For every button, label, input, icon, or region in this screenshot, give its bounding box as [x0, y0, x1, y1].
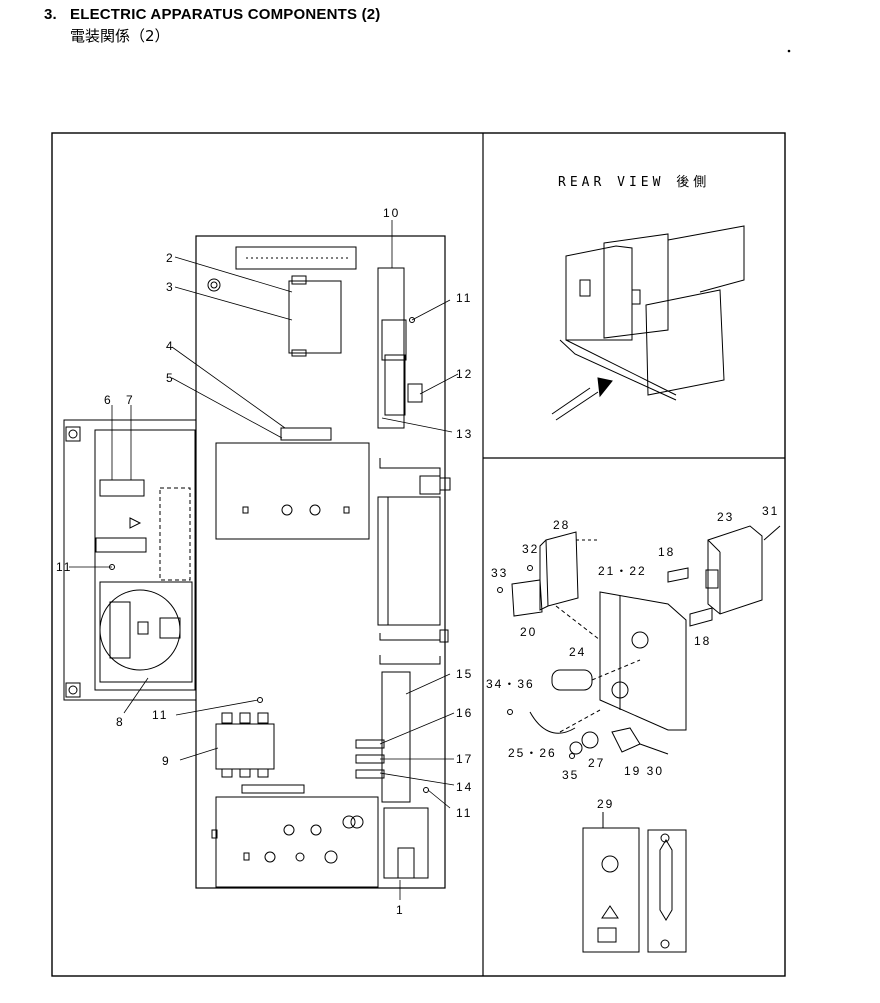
callout-11-b: 11 — [56, 560, 72, 574]
exploded-parts — [511, 525, 781, 953]
callout-10: 10 — [383, 206, 400, 220]
callout-32: 32 — [522, 542, 539, 556]
callout-19-30: 19 30 — [624, 764, 664, 778]
section-subtitle: 電装関係（2） — [70, 27, 170, 45]
callout-2: 2 — [166, 251, 175, 265]
callout-12: 12 — [456, 367, 473, 381]
marker-dots — [109, 317, 575, 793]
callout-6: 6 — [104, 393, 113, 407]
callout-11-a: 11 — [456, 291, 472, 305]
callout-11-d: 11 — [456, 806, 472, 820]
callout-31: 31 — [762, 504, 779, 518]
main-panel — [195, 235, 451, 889]
section-title: 3. ELECTRIC APPARATUS COMPONENTS (2) — [44, 6, 381, 23]
callout-15: 15 — [456, 667, 473, 681]
callout-11-c: 11 — [152, 708, 168, 722]
callout-4: 4 — [166, 339, 175, 353]
callout-35: 35 — [562, 768, 579, 782]
callout-34-36: 34・36 — [486, 677, 535, 691]
rear-view-caption: REAR VIEW 後側 — [558, 175, 710, 190]
callout-23: 23 — [717, 510, 734, 524]
leader-lines — [69, 220, 459, 900]
section-title-text: ELECTRIC APPARATUS COMPONENTS (2) — [70, 6, 381, 23]
side-panel — [63, 419, 197, 701]
callout-27: 27 — [588, 756, 605, 770]
callout-29: 29 — [597, 797, 614, 811]
callout-1: 1 — [396, 903, 405, 917]
section-number: 3. — [44, 6, 57, 23]
callout-20: 20 — [520, 625, 537, 639]
callout-33: 33 — [491, 566, 508, 580]
diagram-frame — [51, 132, 786, 977]
callout-16: 16 — [456, 706, 473, 720]
rear-view-machine — [551, 225, 745, 421]
callout-18-b: 18 — [694, 634, 711, 648]
callout-9: 9 — [162, 754, 171, 768]
callout-8: 8 — [116, 715, 125, 729]
callout-17: 17 — [456, 752, 473, 766]
callout-3: 3 — [166, 280, 175, 294]
callout-7: 7 — [126, 393, 135, 407]
callout-5: 5 — [166, 371, 175, 385]
callout-21-22: 21・22 — [598, 564, 647, 578]
callout-24: 24 — [569, 645, 586, 659]
callout-14: 14 — [456, 780, 473, 794]
callout-28: 28 — [553, 518, 570, 532]
callout-25-26: 25・26 — [508, 746, 557, 760]
callout-18-a: 18 — [658, 545, 675, 559]
callout-13: 13 — [456, 427, 473, 441]
